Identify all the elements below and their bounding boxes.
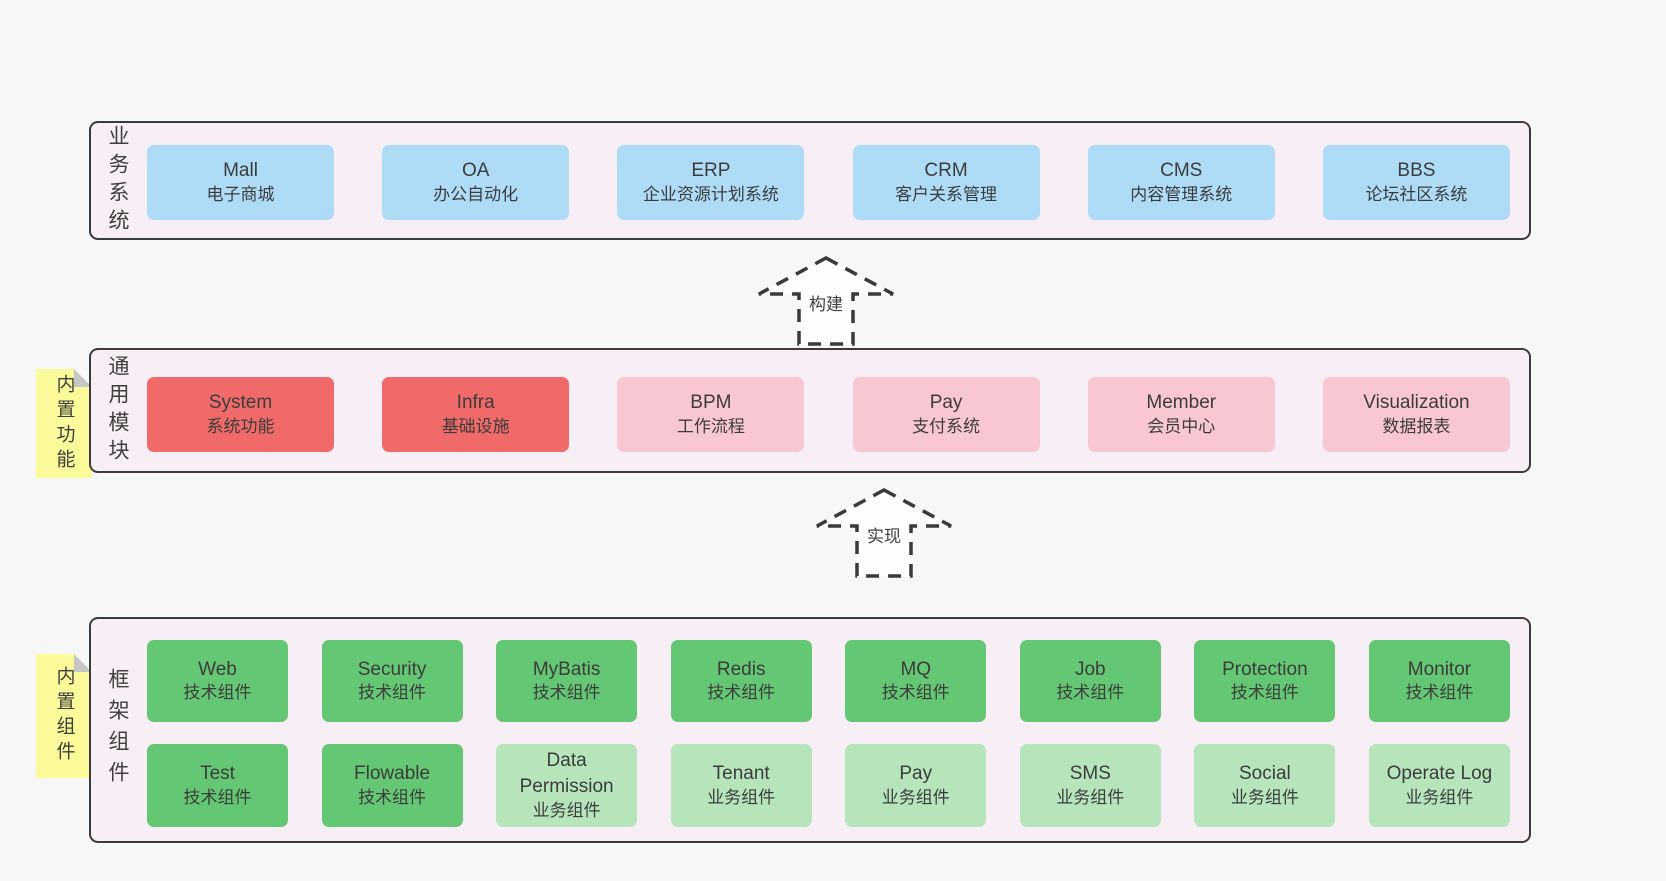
box-mall: Mall 电子商城: [147, 145, 334, 220]
box-data-permission: Data Permission 业务组件: [496, 744, 638, 827]
arrow-build-label: 构建: [807, 295, 845, 314]
section-business-systems: 业务系统 Mall 电子商城 OA 办公自动化 ERP 企业资源计划系统 CRM…: [89, 121, 1531, 240]
box-visualization: Visualization 数据报表: [1322, 377, 1510, 452]
box-sms: SMS 业务组件: [1019, 744, 1161, 827]
box-cms: CMS 内容管理系统: [1087, 145, 1275, 220]
arrow-implement: 实现: [814, 487, 954, 579]
arrow-build: 构建: [756, 255, 896, 347]
box-flowable: Flowable 技术组件: [321, 744, 463, 827]
box-redis: Redis 技术组件: [670, 640, 812, 722]
box-social: Social 业务组件: [1194, 744, 1336, 827]
box-bbs: BBS 论坛社区系统: [1322, 145, 1510, 220]
section-label-business-systems: 业务系统: [106, 124, 129, 237]
box-pay-biz: Pay 业务组件: [845, 744, 987, 827]
section-label-common-modules: 通用模块: [106, 354, 129, 467]
box-job: Job 技术组件: [1019, 640, 1161, 722]
arrow-implement-label: 实现: [865, 527, 903, 546]
section-framework-components: 框架组件 Web 技术组件 Security 技术组件 MyBatis 技术组件…: [89, 617, 1531, 843]
box-mybatis: MyBatis 技术组件: [496, 640, 638, 722]
box-security: Security 技术组件: [321, 640, 463, 722]
box-protection: Protection 技术组件: [1194, 640, 1336, 722]
sticky-note-text: 内置组件: [53, 666, 75, 766]
box-monitor: Monitor 技术组件: [1368, 640, 1510, 722]
box-infra: Infra 基础设施: [382, 377, 570, 452]
box-tenant: Tenant 业务组件: [670, 744, 812, 827]
section-common-modules: 通用模块 System 系统功能 Infra 基础设施 BPM 工作流程 Pay…: [89, 348, 1531, 473]
box-test: Test 技术组件: [147, 744, 288, 827]
sticky-note-text: 内置功能: [53, 373, 75, 474]
box-oa: OA 办公自动化: [382, 145, 570, 220]
box-member: Member 会员中心: [1087, 377, 1275, 452]
box-pay: Pay 支付系统: [852, 377, 1040, 452]
box-bpm: BPM 工作流程: [617, 377, 805, 452]
box-web: Web 技术组件: [147, 640, 288, 722]
box-erp: ERP 企业资源计划系统: [617, 145, 805, 220]
section-label-framework-components: 框架组件: [106, 668, 129, 792]
box-system: System 系统功能: [147, 377, 334, 452]
sticky-note-builtin-components: 内置组件: [36, 654, 92, 778]
box-mq: MQ 技术组件: [845, 640, 987, 722]
box-operate-log: Operate Log 业务组件: [1368, 744, 1510, 827]
box-crm: CRM 客户关系管理: [852, 145, 1040, 220]
sticky-note-builtin-features: 内置功能: [36, 369, 92, 478]
